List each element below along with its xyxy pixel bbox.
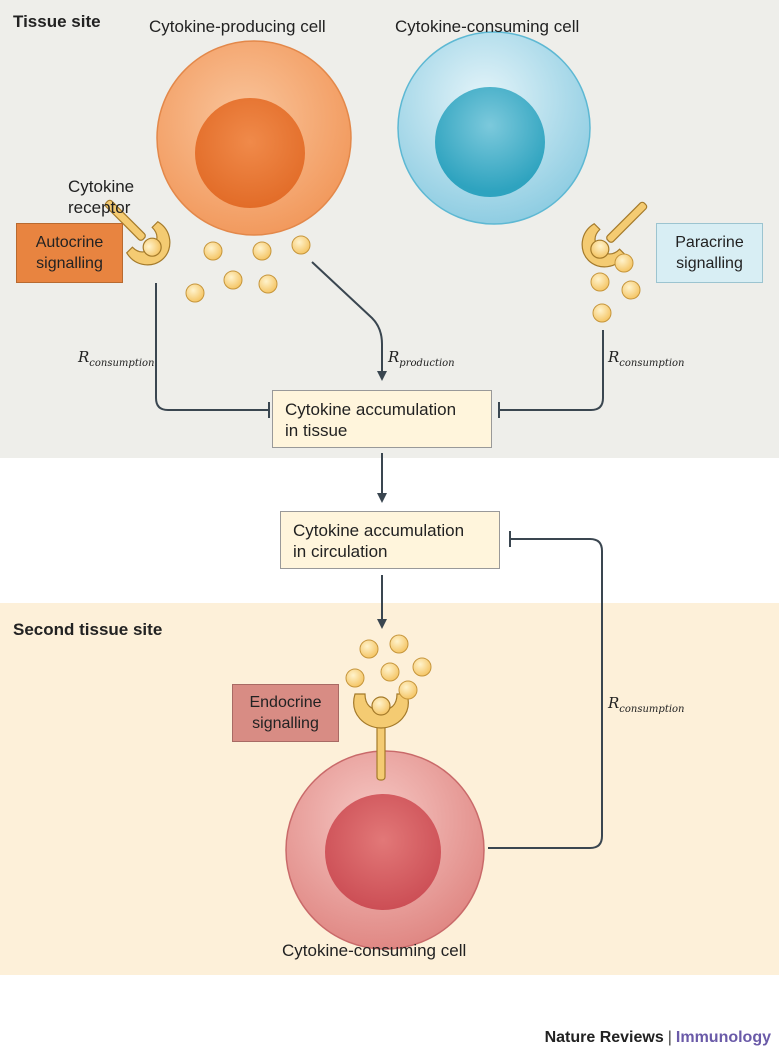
endocrine-tag-line2: signalling [252,715,319,732]
cytokine-molecules-autocrine [185,235,311,303]
cytokine-receptor-label: Cytokine receptor [68,176,134,218]
footer-brand: Nature Reviews [544,1029,664,1046]
rate-consumption-autocrine: Rconsumption [78,348,155,369]
cytokine-consuming-cell-top [397,31,591,225]
rate-subscript: consumption [619,358,685,369]
receptor-paracrine-icon [581,201,648,268]
circulation-accumulation-box: Cytokine accumulation in circulation [280,511,500,569]
tissue-site-title: Tissue site [13,12,101,31]
cytokine-molecules-endocrine [345,634,432,700]
paracrine-tag-line1: Paracrine [675,234,744,251]
endocrine-signalling-tag: Endocrine signalling [232,684,339,742]
consuming-cell-label-bottom: Cytokine-consuming cell [282,941,467,960]
circulation-box-line1: Cytokine accumulation [293,521,465,540]
second-tissue-site-title: Second tissue site [13,620,163,639]
endocrine-tag-line1: Endocrine [249,694,322,711]
tissue-box-line2: in tissue [285,421,348,440]
cytokine-consuming-cell-bottom [285,750,485,950]
rate-production: Rproduction [388,348,455,369]
rate-consumption-paracrine: Rconsumption [608,348,685,369]
receptor-label-line2: receptor [68,198,131,217]
paracrine-inhibition-line [500,330,604,411]
journal-footer: Nature Reviews|Immunology [545,1029,771,1047]
circulation-box-line2: in circulation [293,542,388,561]
rate-consumption-endocrine: Rconsumption [608,694,685,715]
autocrine-tag-line2: signalling [36,255,103,272]
autocrine-inhibition-line [155,283,268,411]
rate-subscript: consumption [619,704,685,715]
autocrine-tag-line1: Autocrine [35,234,104,251]
paracrine-signalling-tag: Paracrine signalling [656,223,763,283]
cytokine-molecules-paracrine [590,253,641,323]
footer-separator: | [667,1029,672,1046]
tissue-box-line1: Cytokine accumulation [285,400,457,419]
rate-symbol: R [78,348,90,366]
autocrine-signalling-tag: Autocrine signalling [16,223,123,283]
rate-subscript: consumption [89,358,155,369]
rate-symbol: R [608,348,620,366]
receptor-autocrine-icon [104,199,171,266]
consuming-cell-label-top: Cytokine-consuming cell [395,17,580,36]
footer-journal: Immunology [675,1029,771,1046]
paracrine-tag-line2: signalling [676,255,743,272]
rate-symbol: R [608,694,620,712]
production-arrow [311,261,387,381]
tissue-accumulation-box: Cytokine accumulation in tissue [272,390,492,448]
producing-cell-label: Cytokine-producing cell [149,17,326,36]
rate-subscript: production [399,358,455,369]
rate-symbol: R [388,348,400,366]
receptor-endocrine-icon [353,693,409,781]
cytokine-producing-cell [156,40,352,236]
receptor-label-line1: Cytokine [68,177,135,196]
endocrine-inhibition-line [488,538,603,849]
